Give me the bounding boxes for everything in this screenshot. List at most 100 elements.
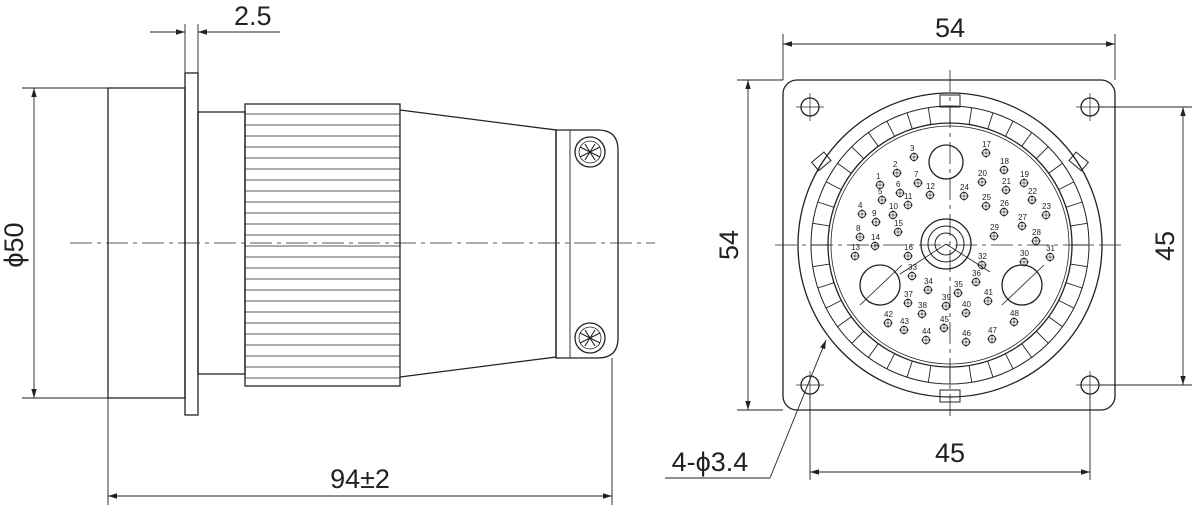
pin-label: 40 bbox=[962, 300, 971, 309]
pin-label: 41 bbox=[984, 288, 993, 297]
clamp-screw-top bbox=[574, 136, 606, 168]
pin-contact: 14 bbox=[870, 233, 880, 251]
pin-contact: 34 bbox=[923, 277, 933, 295]
pin-contact: 48 bbox=[1009, 309, 1019, 327]
pin-label: 34 bbox=[924, 277, 933, 286]
insert-tooth bbox=[817, 282, 835, 289]
insert-tooth bbox=[851, 330, 865, 344]
mount-holes bbox=[796, 93, 1104, 399]
pin-label: 36 bbox=[972, 269, 981, 278]
pin-label: 46 bbox=[962, 329, 971, 338]
pin-contact: 43 bbox=[899, 317, 909, 335]
pin-label: 6 bbox=[896, 180, 901, 189]
pin-label: 7 bbox=[914, 170, 919, 179]
insert-tooth bbox=[1004, 353, 1014, 370]
pin-label: 31 bbox=[1046, 244, 1055, 253]
pin-contact: 9 bbox=[871, 209, 881, 227]
pin-contact: 7 bbox=[913, 170, 923, 188]
pin-label: 29 bbox=[990, 223, 999, 232]
pin-contact: 22 bbox=[1027, 187, 1037, 205]
pin-contact: 32 bbox=[977, 252, 987, 270]
pin-label: 24 bbox=[960, 183, 969, 192]
insert-tooth bbox=[1021, 343, 1033, 358]
insert-tooth bbox=[817, 201, 835, 208]
insert-tooth bbox=[867, 343, 879, 358]
clamp-screw-bottom bbox=[574, 322, 606, 354]
insert-teeth bbox=[811, 106, 1089, 384]
pin-contacts: 1234567891011121314151617181920212223242… bbox=[850, 140, 1055, 347]
cone-body bbox=[399, 109, 557, 378]
insert-tooth bbox=[968, 107, 973, 125]
pin-contact: 27 bbox=[1017, 213, 1027, 231]
dim-square-width: 54 bbox=[935, 13, 965, 43]
pin-contact: 26 bbox=[999, 199, 1009, 217]
pin-label: 20 bbox=[978, 169, 987, 178]
insert-tooth bbox=[1021, 132, 1033, 147]
pin-label: 5 bbox=[878, 187, 883, 196]
pin-contact: 23 bbox=[1041, 202, 1051, 220]
pin-contact: 36 bbox=[971, 269, 981, 287]
pin-contact: 15 bbox=[893, 219, 903, 237]
pin-label: 28 bbox=[1032, 228, 1041, 237]
pin-contact: 33 bbox=[907, 263, 917, 281]
pin-label: 23 bbox=[1042, 202, 1051, 211]
insert-tooth bbox=[987, 112, 994, 130]
dim-body-diameter: ϕ50 bbox=[0, 222, 29, 267]
flange bbox=[184, 72, 199, 416]
pin-label: 8 bbox=[856, 224, 861, 233]
pin-contact: 44 bbox=[921, 327, 931, 345]
insert-tooth bbox=[1048, 162, 1063, 174]
insert-tooth bbox=[968, 365, 973, 383]
pin-label: 12 bbox=[926, 182, 935, 191]
pin-contact: 4 bbox=[857, 201, 867, 219]
pin-label: 18 bbox=[1000, 157, 1009, 166]
side-view bbox=[22, 24, 655, 505]
pin-contact: 11 bbox=[903, 192, 913, 210]
insert-tooth bbox=[812, 222, 830, 227]
insert-tooth bbox=[906, 360, 913, 378]
insert-tooth bbox=[927, 107, 932, 125]
insert-tooth bbox=[825, 181, 842, 191]
cable-clamp bbox=[555, 129, 619, 359]
insert-tooth bbox=[886, 353, 896, 370]
pin-contact: 21 bbox=[1001, 177, 1011, 195]
insert-tooth bbox=[1048, 316, 1063, 328]
pin-label: 26 bbox=[1000, 199, 1009, 208]
front-view bbox=[665, 34, 1192, 480]
pin-label: 43 bbox=[900, 317, 909, 326]
pin-contact: 47 bbox=[987, 326, 997, 344]
pin-label: 45 bbox=[940, 315, 949, 324]
dim-square-height: 54 bbox=[714, 230, 744, 260]
pin-contact: 16 bbox=[903, 243, 913, 261]
pin-contact: 25 bbox=[981, 193, 991, 211]
pin-contact: 20 bbox=[977, 169, 987, 187]
pin-label: 37 bbox=[904, 290, 913, 299]
pin-label: 9 bbox=[872, 209, 877, 218]
pin-label: 21 bbox=[1002, 177, 1011, 186]
dim-hole-spacing-vertical: 45 bbox=[1150, 231, 1180, 261]
pin-contact: 41 bbox=[983, 288, 993, 306]
insert-tooth bbox=[851, 146, 865, 160]
insert-tooth bbox=[1065, 201, 1083, 208]
pin-label: 38 bbox=[918, 301, 927, 310]
insert-tooth bbox=[1035, 330, 1049, 344]
pin-contact: 17 bbox=[981, 140, 991, 158]
pin-label: 15 bbox=[894, 219, 903, 228]
pin-contact: 1 bbox=[875, 172, 885, 190]
insert-tooth bbox=[867, 132, 879, 147]
dim-mount-holes: 4-ϕ3.4 bbox=[672, 447, 749, 477]
pin-contact: 2 bbox=[892, 160, 902, 178]
pin-contact: 13 bbox=[850, 243, 860, 261]
pin-contact: 8 bbox=[855, 224, 865, 242]
insert-tooth bbox=[837, 316, 852, 328]
pin-contact: 3 bbox=[909, 144, 919, 162]
dim-overall-length: 94±2 bbox=[330, 464, 390, 494]
pin-label: 27 bbox=[1018, 213, 1027, 222]
pin-label: 47 bbox=[988, 326, 997, 335]
pin-contact: 6 bbox=[895, 180, 905, 198]
pin-contact: 28 bbox=[1031, 228, 1041, 246]
large-contacts bbox=[859, 144, 1045, 306]
pin-label: 3 bbox=[910, 144, 915, 153]
insert-tooth bbox=[906, 112, 913, 130]
pin-label: 1 bbox=[876, 172, 881, 181]
